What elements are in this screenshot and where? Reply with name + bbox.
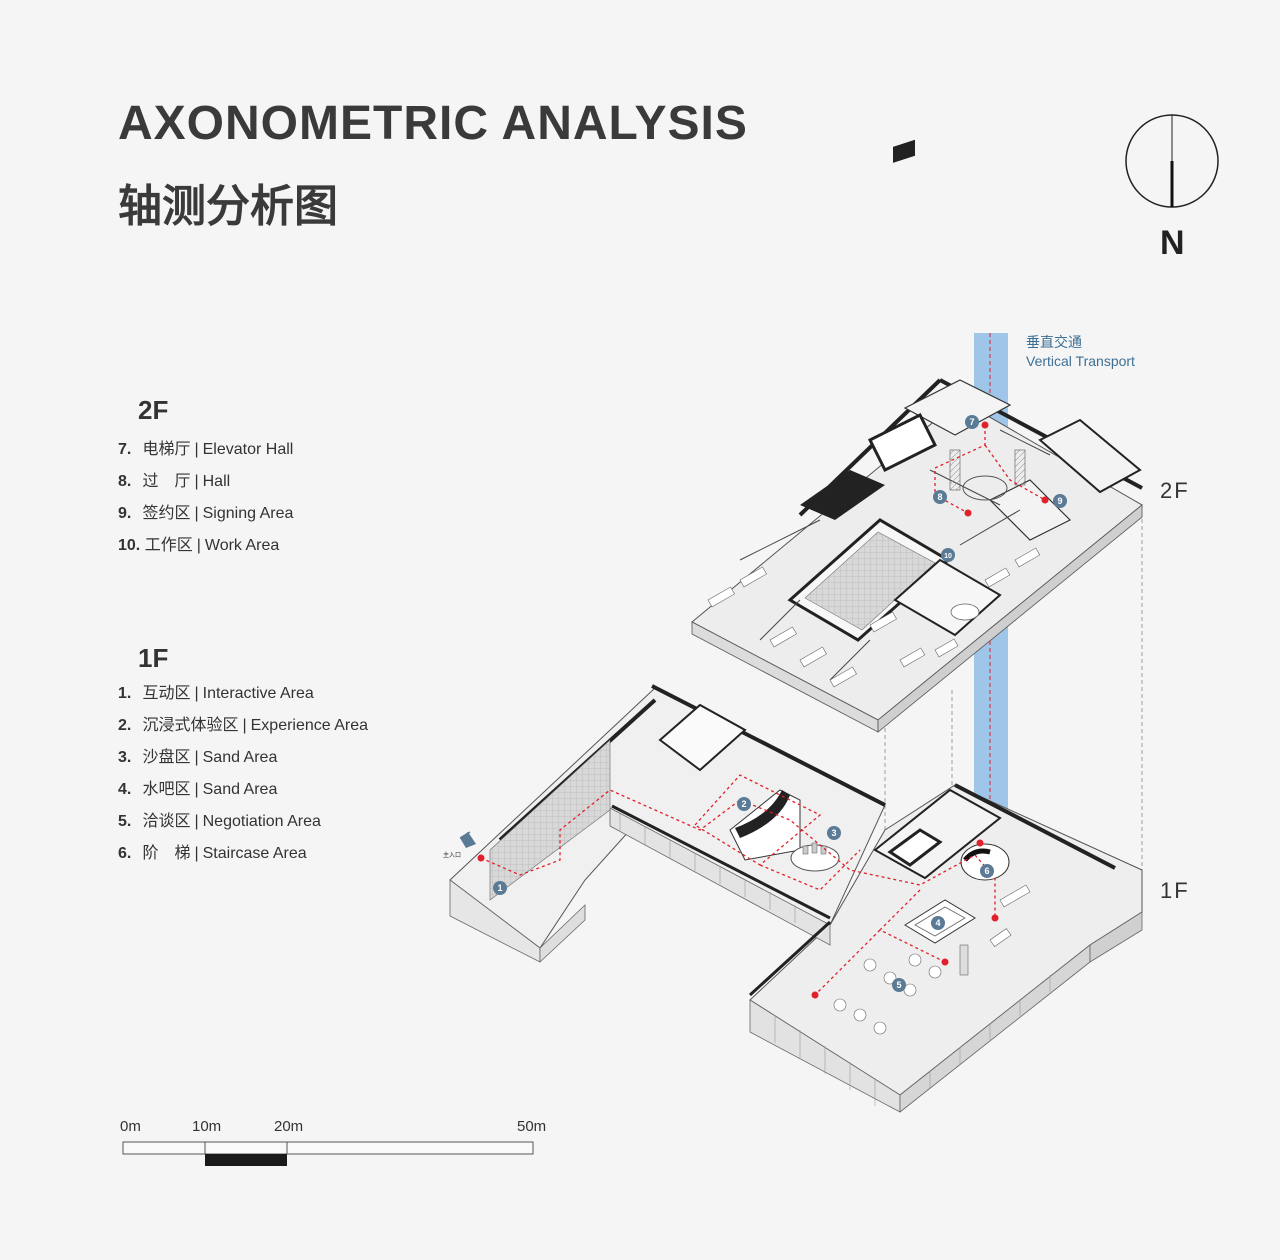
svg-text:8: 8 [937,492,942,502]
marker-6: 6 [980,864,994,878]
svg-text:2: 2 [741,799,746,809]
legend-item: 1. 互动区|Interactive Area [118,685,314,702]
zone-markers: 1 2 3 4 5 6 7 8 9 10 [493,415,1067,992]
svg-text:1: 1 [497,883,502,893]
scale-label-10: 10m [192,1118,222,1135]
page-title: AXONOMETRIC ANALYSIS [118,97,748,150]
north-arrow-icon [1125,114,1219,208]
legend-2f-title: 2F [138,395,169,425]
marker-5: 5 [892,978,906,992]
legend-item: 6. 阶 梯|Staircase Area [118,845,307,862]
vertical-transport-label: 垂直交通 Vertical Transport [1026,334,1135,369]
floor-tag-2f: 2F [1160,478,1190,503]
marker-2: 2 [737,797,751,811]
entrance-label: 主入口 [443,851,461,859]
marker-8: 8 [933,490,947,504]
legend-item: 2. 沉浸式体验区|Experience Area [118,717,369,734]
page-subtitle: 轴测分析图 [118,182,338,231]
scale-label-20: 20m [274,1118,304,1135]
legend-item: 5. 洽谈区|Negotiation Area [118,813,321,830]
entrance-icon [459,831,476,848]
north-label: N [1160,224,1185,262]
legend-item: 10. 工作区|Work Area [118,537,280,554]
marker-3: 3 [827,826,841,840]
svg-text:9: 9 [1057,496,1062,506]
svg-text:6: 6 [984,866,989,876]
floor-1f-plan [449,684,1143,1113]
floor-tag-1f: 1F [1160,878,1190,903]
legend-1f-title: 1F [138,643,169,673]
legend-item: 4. 水吧区|Sand Area [118,781,278,798]
marker-7: 7 [965,415,979,429]
scale-bar [122,1141,534,1166]
svg-text:7: 7 [969,417,974,427]
svg-text:5: 5 [896,980,901,990]
scale-label-0: 0m [120,1118,141,1135]
legend-item: 7. 电梯厅|Elevator Hall [118,441,294,458]
legend-item: 9. 签约区|Signing Area [118,505,294,522]
legend-1f: 1. 互动区|Interactive Area 2. 沉浸式体验区|Experi… [118,678,368,870]
scale-label-50: 50m [517,1118,547,1135]
legend-item: 3. 沙盘区|Sand Area [118,749,278,766]
svg-text:4: 4 [935,918,940,928]
marker-9: 9 [1053,494,1067,508]
marker-4: 4 [931,916,945,930]
legend-item: 8. 过 厅|Hall [118,473,231,490]
legend-2f: 7. 电梯厅|Elevator Hall 8. 过 厅|Hall 9. 签约区|… [118,434,293,562]
svg-text:10: 10 [944,553,952,560]
floor-2f-plan [691,139,1143,733]
marker-10: 10 [941,548,955,562]
projection-guides [884,505,1143,870]
marker-1: 1 [493,881,507,895]
svg-text:3: 3 [831,828,836,838]
